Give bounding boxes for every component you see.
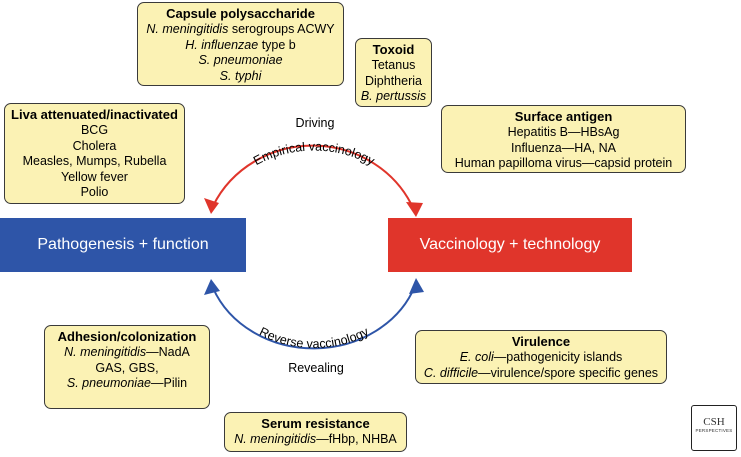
adhesion-line: GAS, GBS, <box>49 361 205 377</box>
surface-line: Human papilloma virus—capsid protein <box>446 156 681 172</box>
capsule-line: H. influenzae type b <box>142 38 339 54</box>
live-line: BCG <box>9 123 180 139</box>
surface-title: Surface antigen <box>514 109 613 124</box>
toxoid-line-organism: B. pertussis <box>360 89 427 103</box>
surface-line: Hepatitis B—HBsAg <box>446 125 681 141</box>
bottom-arrow-right-head <box>409 278 424 294</box>
capsule-title: Capsule polysaccharide <box>166 6 315 21</box>
live-line: Cholera <box>9 139 180 155</box>
logo-csh: CSH <box>703 416 725 428</box>
serum-line: N. meningitidis—fHbp, NHBA <box>229 432 402 448</box>
adhesion-line-text: GAS, GBS, <box>95 360 159 375</box>
capsule-line-text: serogroups ACWY <box>228 22 335 36</box>
vaccinology-label: Vaccinology + technology <box>419 236 601 253</box>
surface-line-text: Influenza—HA, NA <box>511 140 616 155</box>
capsule-line-organism: S. pneumoniae <box>198 53 283 67</box>
capsule-line-organism: S. typhi <box>219 68 262 83</box>
capsule-line-text: type b <box>258 37 296 52</box>
top-arrow-right-head <box>406 202 423 217</box>
capsule-line-organism: N. meningitidis <box>146 22 229 36</box>
adhesion-line-organism: S. pneumoniae <box>66 376 151 390</box>
surface-line-text: Hepatitis B—HBsAg <box>507 125 620 139</box>
adhesion-line-text: —Pilin <box>150 376 188 390</box>
bottom-arrow-left-head <box>204 279 220 295</box>
virulence-title: Virulence <box>511 334 571 349</box>
top-arc-label: Empirical vaccinology <box>251 140 377 169</box>
live-line-text: Polio <box>80 185 109 199</box>
adhesion-line: S. pneumoniae—Pilin <box>49 376 205 392</box>
surface-line-text: Human papilloma virus—capsid protein <box>454 156 673 170</box>
adhesion-line-organism: N. meningitidis <box>64 345 147 359</box>
live-line-text: Cholera <box>72 138 117 153</box>
adhesion-line: N. meningitidis—NadA <box>49 345 205 361</box>
capsule-line: S. pneumoniae <box>142 53 339 69</box>
virulence-line-organism: E. coli <box>459 350 494 364</box>
live-line-text: Yellow fever <box>61 169 128 184</box>
capsule-line: N. meningitidis serogroups ACWY <box>142 22 339 38</box>
serum-title: Serum resistance <box>261 416 370 431</box>
toxoid-title: Toxoid <box>372 42 415 57</box>
adhesion-title: Adhesion/colonization <box>57 329 197 344</box>
bottom-arc-caption: Revealing <box>288 361 344 375</box>
live-line: Measles, Mumps, Rubella <box>9 154 180 170</box>
serum-line-organism: N. meningitidis <box>234 432 317 446</box>
toxoid-line-text: Diphtheria <box>365 73 422 88</box>
adhesion-line-text: —NadA <box>146 345 190 359</box>
csh-perspectives-logo: CSH PERSPECTIVES <box>691 405 737 451</box>
live-line: Polio <box>9 185 180 201</box>
bottom-arc-label: Reverse vaccinology <box>257 324 371 351</box>
toxoid-line: Diphtheria <box>360 74 427 90</box>
pathogenesis-function-box: Pathogenesis + function <box>0 218 246 272</box>
live-line: Yellow fever <box>9 170 180 186</box>
logo-perspectives: PERSPECTIVES <box>695 428 733 433</box>
virulence-line-text: —virulence/spore specific genes <box>478 365 659 380</box>
vaccinology-technology-box: Vaccinology + technology <box>388 218 632 272</box>
serum-line-text: —fHbp, NHBA <box>316 432 397 446</box>
surface-line: Influenza—HA, NA <box>446 141 681 157</box>
toxoid-line: B. pertussis <box>360 89 427 105</box>
top-arrow-left-head <box>204 198 219 214</box>
virulence-line-organism: C. difficile <box>423 365 479 380</box>
top-arc-caption: Driving <box>296 116 335 130</box>
top-arc <box>212 144 415 211</box>
pathogenesis-label: Pathogenesis + function <box>37 236 209 253</box>
live-title: Liva attenuated/inactivated <box>11 107 178 122</box>
capsule-line-organism: H. influenzae <box>185 37 259 52</box>
capsule-line: S. typhi <box>142 69 339 85</box>
virulence-line-text: —pathogenicity islands <box>493 350 623 364</box>
toxoid-line-text: Tetanus <box>371 58 416 72</box>
virulence-line: E. coli—pathogenicity islands <box>420 350 662 366</box>
virulence-line: C. difficile—virulence/spore specific ge… <box>420 366 662 382</box>
bottom-arc <box>212 285 416 350</box>
live-line-text: Measles, Mumps, Rubella <box>22 154 167 168</box>
toxoid-line: Tetanus <box>360 58 427 74</box>
live-line-text: BCG <box>80 123 109 137</box>
